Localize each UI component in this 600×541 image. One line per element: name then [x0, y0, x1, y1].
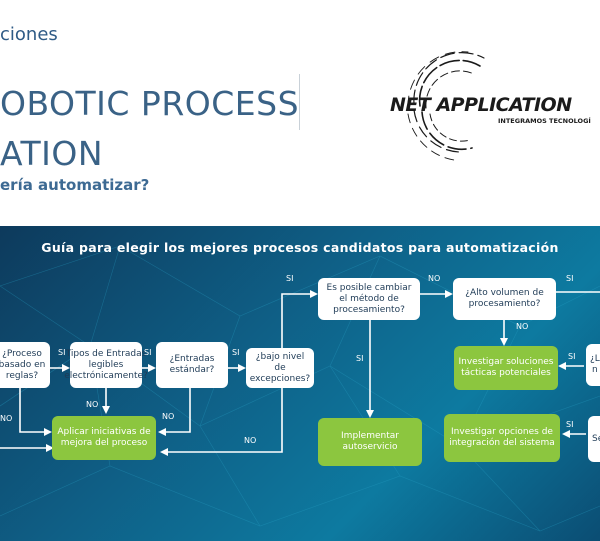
box-change-method: Es posible cambiar el método de procesam… — [318, 278, 420, 320]
label-si: SI — [566, 420, 574, 429]
label-si: SI — [144, 348, 152, 357]
box-rules-based: ¿Proceso basado en reglas? — [0, 342, 50, 388]
page-question: ería automatizar? — [0, 176, 150, 194]
label-no: NO — [86, 400, 99, 409]
label-si: SI — [232, 348, 240, 357]
box-partial-right-2: Se — [588, 416, 600, 462]
label-si: SI — [568, 352, 576, 361]
label-si: SI — [286, 274, 294, 283]
box-legible-inputs: Tipos de Entradas legibles electrónicame… — [64, 342, 148, 388]
logo-tagline: INTEGRAMOS TECNOLOGÍ — [498, 117, 591, 125]
label-si: SI — [58, 348, 66, 357]
label-no: NO — [516, 322, 529, 331]
box-system-integration: Investigar opciones de integración del s… — [444, 414, 560, 462]
label-no: NO — [162, 412, 175, 421]
section-title: ciones — [0, 24, 58, 45]
logo-name: NET APPLICATION — [390, 94, 572, 116]
flowchart-panel: Guía para elegir los mejores procesos ca… — [0, 226, 600, 541]
page-title-line-1: OBOTIC PROCESS — [0, 84, 300, 123]
label-si: SI — [566, 274, 574, 283]
box-self-service: Implementar autoservicio — [318, 418, 422, 466]
label-no: NO — [244, 436, 257, 445]
flowchart-title: Guía para elegir los mejores procesos ca… — [41, 240, 559, 255]
header-divider — [299, 74, 300, 130]
box-high-volume: ¿Alto volumen de procesamiento? — [453, 278, 556, 320]
box-tactical-solutions: Investigar soluciones tácticas potencial… — [454, 346, 558, 390]
page-title-line-2: ATION — [0, 134, 104, 173]
label-no: NO — [0, 414, 13, 423]
label-no: NO — [428, 274, 441, 283]
box-partial-right-1: ¿L n — [586, 344, 600, 386]
box-process-improvement: Aplicar iniciativas de mejora del proces… — [52, 416, 156, 460]
box-low-exceptions: ¿bajo nivel de excepciones? — [246, 348, 314, 388]
label-si: SI — [356, 354, 364, 363]
net-application-logo-icon — [407, 51, 485, 161]
box-standard-inputs: ¿Entradas estándar? — [156, 342, 228, 388]
